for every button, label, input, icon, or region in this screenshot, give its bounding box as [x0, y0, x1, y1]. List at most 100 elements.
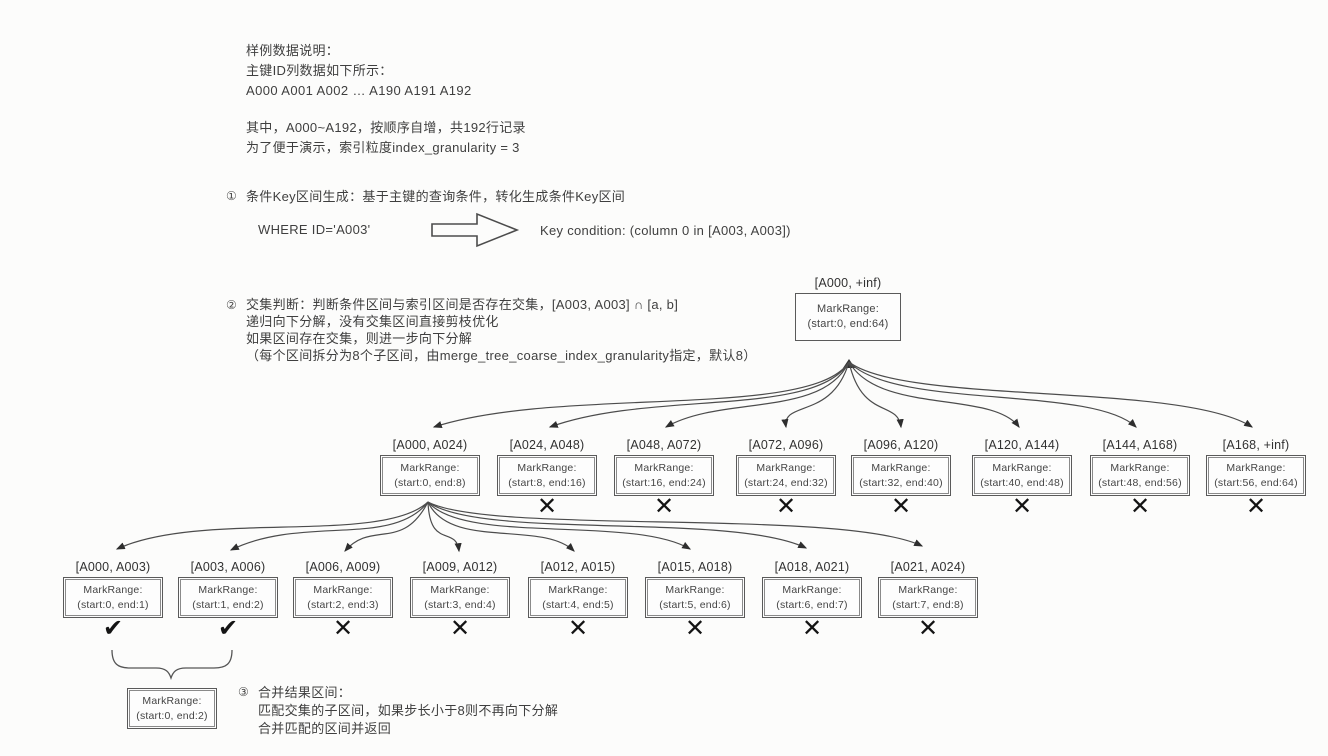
pruned-cross-mark: ✕: [775, 493, 797, 520]
step1-marker: ①: [226, 189, 237, 203]
markrange-box: MarkRange: (start:56, end:64): [1206, 455, 1306, 496]
markrange-box: MarkRange: (start:1, end:2): [178, 577, 278, 618]
markrange-box: MarkRange: (start:8, end:16): [497, 455, 597, 496]
markrange-title: MarkRange:: [430, 584, 490, 596]
markrange-values: (start:1, end:2): [192, 599, 264, 611]
markrange-title: MarkRange:: [992, 462, 1052, 474]
step3-title: 合并结果区间：: [258, 685, 352, 700]
node-range-label: [A000, +inf): [814, 276, 882, 290]
node-range-label: [A096, A120): [863, 438, 939, 452]
step1-title: 条件Key区间生成：基于主键的查询条件，转化生成条件Key区间: [246, 189, 626, 204]
pruned-cross-mark: ✕: [567, 615, 589, 642]
markrange-values: (start:24, end:32): [744, 477, 828, 489]
tree-node-l3-4: [A012, A015) MarkRange: (start:4, end:5)…: [520, 560, 636, 643]
markrange-box: MarkRange: (start:5, end:6): [645, 577, 745, 618]
key-condition-text: Key condition: (column 0 in [A003, A003]…: [540, 223, 791, 238]
tree-node-l2-5: [A120, A144) MarkRange: (start:40, end:4…: [964, 438, 1080, 521]
node-range-label: [A009, A012): [422, 560, 498, 574]
node-range-label: [A006, A009): [305, 560, 381, 574]
markrange-values: (start:32, end:40): [859, 477, 943, 489]
node-range-label: [A015, A018): [657, 560, 733, 574]
markrange-title: MarkRange:: [634, 462, 694, 474]
markrange-values: (start:40, end:48): [980, 477, 1064, 489]
markrange-title: MarkRange:: [782, 584, 842, 596]
pruned-cross-mark: ✕: [1129, 493, 1151, 520]
markrange-title: MarkRange:: [817, 303, 879, 315]
matched-check-mark: ✔: [102, 615, 124, 642]
tree-node-l3-5: [A015, A018) MarkRange: (start:5, end:6)…: [637, 560, 753, 643]
intro-title: 样例数据说明：: [246, 43, 340, 58]
tree-node-l3-0: [A000, A003) MarkRange: (start:0, end:1)…: [55, 560, 171, 643]
markrange-title: MarkRange:: [665, 584, 725, 596]
pruned-cross-mark: ✕: [449, 615, 471, 642]
markrange-values: (start:5, end:6): [659, 599, 731, 611]
result-mark: [372, 495, 488, 521]
markrange-values: (start:0, end:1): [77, 599, 149, 611]
markrange-box: MarkRange: (start:6, end:7): [762, 577, 862, 618]
markrange-title: MarkRange:: [756, 462, 816, 474]
markrange-box: MarkRange: (start:0, end:2): [127, 688, 217, 729]
tree-node-l2-7: [A168, +inf) MarkRange: (start:56, end:6…: [1198, 438, 1314, 521]
tree-node-l3-1: [A003, A006) MarkRange: (start:1, end:2)…: [170, 560, 286, 643]
node-range-label: [A003, A006): [190, 560, 266, 574]
pruned-cross-mark: ✕: [890, 493, 912, 520]
markrange-title: MarkRange:: [1226, 462, 1286, 474]
sample-data-notes: 样例数据说明： 主键ID列数据如下所示： A000 A001 A002 … A1…: [246, 42, 526, 159]
markrange-title: MarkRange:: [313, 584, 373, 596]
node-range-label: [A168, +inf): [1222, 438, 1290, 452]
markrange-title: MarkRange:: [1110, 462, 1170, 474]
markrange-box: MarkRange: (start:0, end:64): [795, 293, 901, 341]
step2-line4: （每个区间拆分为8个子区间，由merge_tree_coarse_index_g…: [246, 348, 757, 363]
markrange-box: MarkRange: (start:48, end:56): [1090, 455, 1190, 496]
markrange-box: MarkRange: (start:16, end:24): [614, 455, 714, 496]
markrange-values: (start:56, end:64): [1214, 477, 1298, 489]
tree-node-l2-0: [A000, A024) MarkRange: (start:0, end:8): [372, 438, 488, 521]
tree-node-l3-3: [A009, A012) MarkRange: (start:3, end:4)…: [402, 560, 518, 643]
node-range-label: [A018, A021): [774, 560, 850, 574]
pruned-cross-mark: ✕: [801, 615, 823, 642]
node-range-label: [A012, A015): [540, 560, 616, 574]
tree-node-l3-7: [A021, A024) MarkRange: (start:7, end:8)…: [870, 560, 986, 643]
tree-node-l2-4: [A096, A120) MarkRange: (start:32, end:4…: [843, 438, 959, 521]
intro-granularity: 为了便于演示，索引粒度index_granularity = 3: [246, 140, 520, 155]
markrange-title: MarkRange:: [548, 584, 608, 596]
node-range-label: [A144, A168): [1102, 438, 1178, 452]
markrange-box: MarkRange: (start:3, end:4): [410, 577, 510, 618]
tree-node-l2-1: [A024, A048) MarkRange: (start:8, end:16…: [489, 438, 605, 521]
markrange-box: MarkRange: (start:0, end:8): [380, 455, 480, 496]
markrange-values: (start:8, end:16): [508, 477, 586, 489]
node-range-label: [A021, A024): [890, 560, 966, 574]
tree-node-l3-6: [A018, A021) MarkRange: (start:6, end:7)…: [754, 560, 870, 643]
markrange-box: MarkRange: (start:32, end:40): [851, 455, 951, 496]
step2-line2: 递归向下分解，没有交集区间直接剪枝优化: [246, 314, 499, 329]
step3-line3: 合并匹配的区间并返回: [258, 721, 392, 736]
markrange-values: (start:16, end:24): [622, 477, 706, 489]
pruned-cross-mark: ✕: [1245, 493, 1267, 520]
node-range-label: [A024, A048): [509, 438, 585, 452]
pruned-cross-mark: ✕: [917, 615, 939, 642]
markrange-values: (start:7, end:8): [892, 599, 964, 611]
spacer: [246, 102, 526, 116]
step2-line3: 如果区间存在交集，则进一步向下分解: [246, 331, 473, 346]
intro-subtitle: 主键ID列数据如下所示：: [246, 63, 393, 78]
tree-node-l2-3: [A072, A096) MarkRange: (start:24, end:3…: [728, 438, 844, 521]
step2-marker: ②: [226, 298, 237, 312]
pruned-cross-mark: ✕: [536, 493, 558, 520]
root-fan-knot: [843, 359, 855, 368]
tree-node-l2-6: [A144, A168) MarkRange: (start:48, end:5…: [1082, 438, 1198, 521]
matched-check-mark: ✔: [217, 615, 239, 642]
markrange-box: MarkRange: (start:0, end:1): [63, 577, 163, 618]
markrange-box: MarkRange: (start:24, end:32): [736, 455, 836, 496]
markrange-values: (start:48, end:56): [1098, 477, 1182, 489]
markrange-values: (start:0, end:64): [807, 318, 889, 330]
node-range-label: [A000, A024): [392, 438, 468, 452]
tree-root-node: [A000, +inf) MarkRange: (start:0, end:64…: [790, 276, 906, 341]
tree-node-l2-2: [A048, A072) MarkRange: (start:16, end:2…: [606, 438, 722, 521]
markrange-values: (start:0, end:8): [394, 477, 466, 489]
markrange-title: MarkRange:: [517, 462, 577, 474]
node-range-label: [A048, A072): [626, 438, 702, 452]
markrange-values: (start:3, end:4): [424, 599, 496, 611]
step3-line2: 匹配交集的子区间，如果步长小于8则不再向下分解: [258, 703, 559, 718]
markrange-title: MarkRange:: [142, 695, 202, 707]
markrange-title: MarkRange:: [198, 584, 258, 596]
